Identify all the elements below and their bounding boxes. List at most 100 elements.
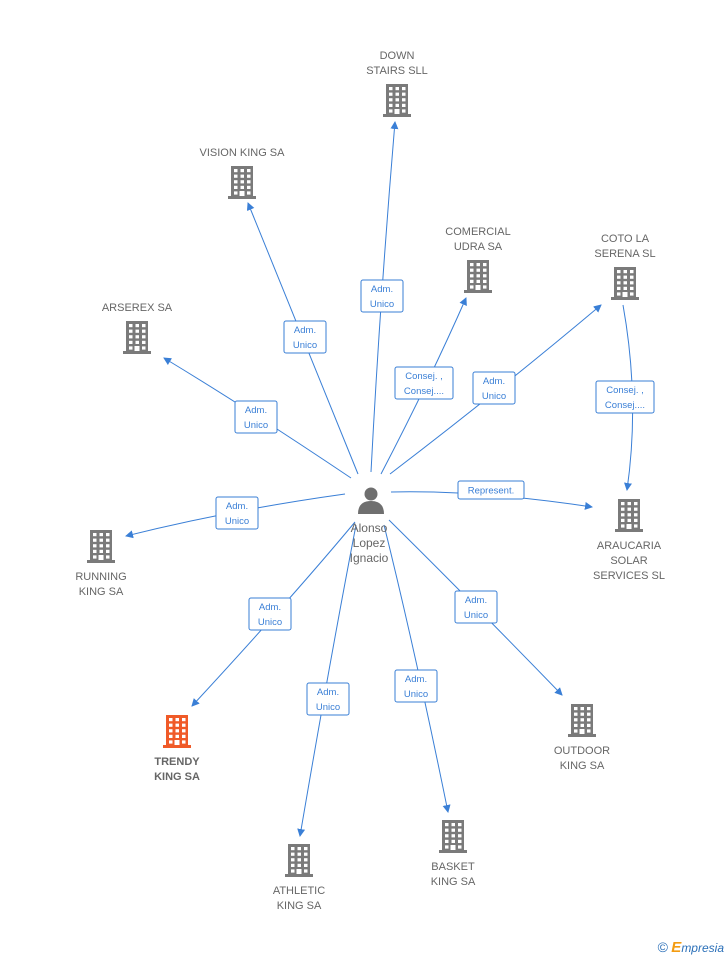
relation-label-text: Consej. , — [405, 371, 443, 382]
company-name: ATHLETIC — [273, 885, 325, 897]
relation-label[interactable]: Consej. , Consej.... — [394, 366, 454, 400]
relation-label-box — [394, 669, 438, 703]
building-icon — [123, 321, 151, 354]
relation-label-box — [234, 400, 278, 434]
company-name: SOLAR — [610, 555, 647, 567]
relation-label-text: Unico — [258, 617, 282, 628]
relation-outdoor-king-sa: Adm. Unico — [388, 519, 563, 696]
relation-label-text: Consej.... — [605, 400, 645, 411]
relation-vision-king-sa: Adm.Unico — [246, 202, 359, 475]
relation-label-text: Unico — [293, 340, 317, 351]
relation-basket-king-sa: Adm. Unico — [383, 524, 451, 813]
brand-initial: E — [671, 939, 682, 956]
relation-label[interactable]: Adm.Unico — [306, 682, 350, 716]
relation-label-text: Adm. — [371, 284, 393, 295]
company-name: DOWN — [380, 50, 415, 62]
person-name: Alonso — [351, 521, 388, 535]
relation-label-text: Consej. , — [606, 385, 644, 396]
relation-label-box — [360, 279, 404, 313]
relation-araucaria-solar-services-sl: Represent. — [390, 480, 593, 510]
copyright-symbol: © — [657, 939, 668, 955]
relation-label-box — [454, 590, 498, 624]
company-name: SERENA SL — [594, 248, 655, 260]
building-icon — [163, 715, 191, 748]
relation-label-text: Adm. — [483, 376, 505, 387]
nodes-layer: DOWN STAIRS SLL VISION KING SA COMERCIALUDR… — [75, 50, 665, 912]
company-name: BASKET — [431, 861, 475, 873]
relation-label[interactable]: Adm.Unico — [283, 320, 327, 354]
relation-coto-la-serena-sl: Adm. Unico — [389, 304, 602, 475]
company-name: ARAUCARIA — [597, 540, 662, 552]
relation-line — [297, 524, 357, 837]
relation-label[interactable]: Adm. Unico — [248, 597, 292, 631]
relation-label-box — [394, 366, 454, 400]
company-name: RUNNING — [75, 571, 126, 583]
relation-label-text: Unico — [370, 299, 394, 310]
relation-arserex-sa: Adm.Unico — [163, 357, 352, 479]
company-node-athletic-king-sa[interactable]: ATHLETIC KING SA — [273, 844, 325, 912]
company-node-running-king-sa[interactable]: RUNNING KING SA — [75, 530, 127, 598]
relation-label[interactable]: Adm.Unico — [215, 496, 259, 530]
company-name: ARSEREX SA — [102, 302, 173, 314]
relation-running-king-sa: Adm.Unico — [125, 493, 346, 539]
relation-araucaria-solar-services-sl: Consej. , Consej.... — [595, 304, 655, 491]
building-icon — [439, 820, 467, 853]
relation-down-stairs-sll: Adm. Unico — [360, 121, 404, 473]
company-name: KING SA — [277, 900, 322, 912]
person-name: Ignacio — [350, 551, 389, 565]
person-name: Lopez — [353, 536, 386, 550]
company-node-arserex-sa[interactable]: ARSEREX SA — [102, 302, 173, 354]
relation-label-text: Unico — [404, 689, 428, 700]
company-name: OUTDOOR — [554, 745, 610, 757]
relation-label[interactable]: Adm.Unico — [234, 400, 278, 434]
company-name: COMERCIAL — [445, 226, 510, 238]
relation-label-box — [215, 496, 259, 530]
relation-label-box — [306, 682, 350, 716]
footer-brand: © Empresia — [658, 939, 724, 956]
relation-label-text: Unico — [482, 391, 506, 402]
company-name: KING SA — [431, 876, 476, 888]
building-icon — [285, 844, 313, 877]
relation-label[interactable]: Adm.Unico — [454, 590, 498, 624]
relation-label-box — [457, 480, 525, 500]
relation-label-text: Unico — [464, 610, 488, 621]
company-node-basket-king-sa[interactable]: BASKET KING SA — [431, 820, 476, 888]
person-icon — [358, 487, 384, 514]
relation-label-text: Consej.... — [404, 386, 444, 397]
relation-label[interactable]: Consej. , Consej.... — [595, 380, 655, 414]
relation-label-text: Represent. — [468, 486, 514, 497]
relation-label-text: Adm. — [405, 674, 427, 685]
relation-label-text: Unico — [244, 420, 268, 431]
building-icon — [383, 84, 411, 117]
company-node-vision-king-sa[interactable]: VISION KING SA — [200, 147, 286, 199]
relation-comercial-udra-sa: Consej. , Consej.... — [380, 297, 467, 475]
relation-label-text: Adm. — [259, 602, 281, 613]
company-node-down-stairs-sll[interactable]: DOWN STAIRS SLL — [366, 50, 428, 117]
company-name: STAIRS SLL — [366, 65, 428, 77]
relation-label[interactable]: Adm. Unico — [360, 279, 404, 313]
building-icon — [615, 499, 643, 532]
building-icon — [87, 530, 115, 563]
company-node-coto-la-serena-sl[interactable]: COTO LA SERENA SL — [594, 233, 656, 300]
relation-label-box — [595, 380, 655, 414]
relation-label-box — [472, 371, 516, 405]
relation-label[interactable]: Adm. Unico — [472, 371, 516, 405]
relation-label-box — [283, 320, 327, 354]
company-name: TRENDY — [154, 756, 200, 768]
brand-name: mpresia — [681, 941, 724, 955]
company-name: KING SA — [79, 586, 124, 598]
relation-label[interactable]: Adm. Unico — [394, 669, 438, 703]
building-icon — [568, 704, 596, 737]
relation-label-text: Unico — [225, 516, 249, 527]
relation-line — [383, 524, 451, 813]
relation-athletic-king-sa: Adm.Unico — [297, 524, 357, 837]
company-name: COTO LA — [601, 233, 650, 245]
relation-label[interactable]: Represent. — [457, 480, 525, 500]
relation-label-box — [248, 597, 292, 631]
